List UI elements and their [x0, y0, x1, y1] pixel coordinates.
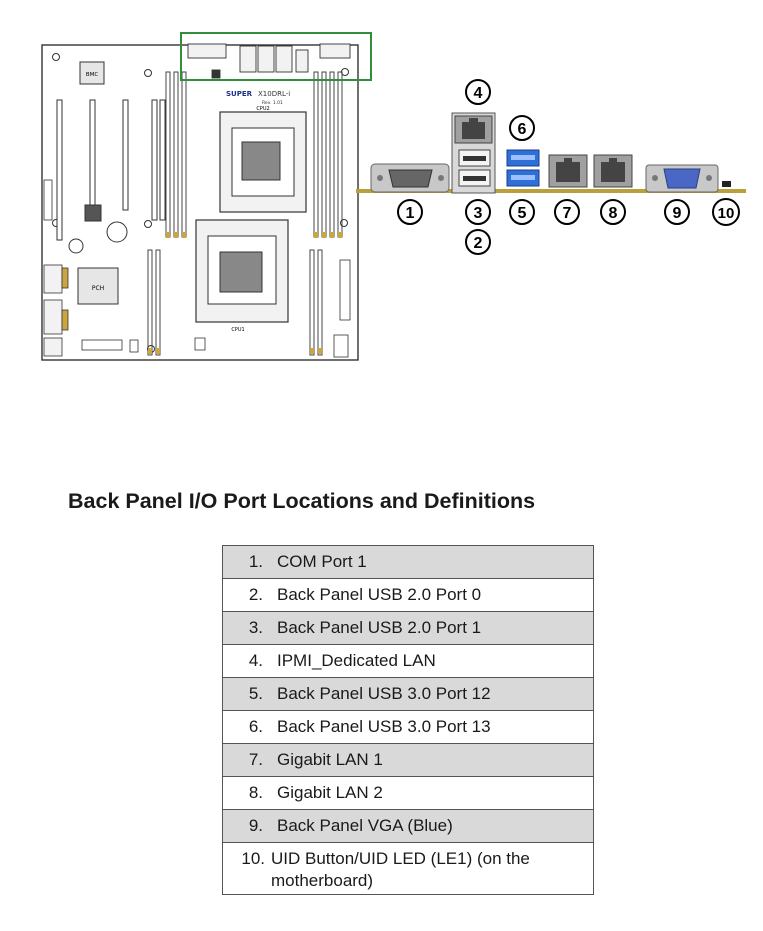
callout-2: 2 [465, 229, 491, 255]
port-number: 10. [241, 849, 265, 868]
callouts: 1 2 3 4 5 6 7 8 9 10 [397, 79, 740, 255]
port-number: 6. [248, 717, 263, 736]
vga-port-icon [645, 164, 719, 193]
motherboard-diagram: BMC CPU2 [41, 32, 372, 361]
ipmi-lan-port-icon [454, 115, 493, 144]
callout-9: 9 [664, 199, 690, 225]
port-label: UID Button/UID LED (LE1) (on the motherb… [271, 849, 530, 890]
svg-text:1: 1 [406, 205, 415, 222]
model-label: X10DRL-i [258, 90, 290, 98]
svg-text:CPU2: CPU2 [256, 106, 269, 112]
callout-4: 4 [465, 79, 491, 105]
svg-text:7: 7 [563, 205, 572, 222]
table-row: 8. Gigabit LAN 2 [222, 776, 594, 810]
rev-label: Rev. 1.01 [262, 100, 283, 106]
svg-text:8: 8 [609, 205, 618, 222]
port-label: COM Port 1 [277, 552, 367, 571]
port-label: Gigabit LAN 1 [277, 750, 383, 769]
callout-10: 10 [712, 198, 740, 226]
callout-3: 3 [465, 199, 491, 225]
table-row: 6. Back Panel USB 3.0 Port 13 [222, 710, 594, 744]
io-panel-diagram: BMC CPU2 [41, 32, 746, 361]
com-port-icon [370, 163, 450, 193]
table-row: 5. Back Panel USB 3.0 Port 12 [222, 677, 594, 711]
svg-text:5: 5 [518, 205, 527, 222]
uid-led-icon [722, 181, 731, 187]
svg-text:9: 9 [673, 205, 682, 222]
usb2-ports-icon [458, 149, 491, 187]
port-number: 9. [248, 816, 263, 835]
chip-label-pch: PCH [92, 285, 104, 292]
port-number: 3. [248, 618, 263, 637]
svg-text:10: 10 [718, 205, 735, 222]
port-number: 5. [248, 684, 263, 703]
callout-7: 7 [554, 199, 580, 225]
callout-6: 6 [509, 115, 535, 141]
io-highlight-box [180, 32, 372, 81]
table-row: 10. UID Button/UID LED (LE1) (on the moth… [222, 842, 594, 895]
port-label: Back Panel USB 3.0 Port 13 [277, 717, 491, 736]
port-number: 4. [248, 651, 263, 670]
port-number: 2. [248, 585, 263, 604]
table-row: 2. Back Panel USB 2.0 Port 0 [222, 578, 594, 612]
svg-text:2: 2 [474, 235, 483, 252]
rear-panel-view [356, 112, 746, 194]
port-number: 7. [248, 750, 263, 769]
table-row: 3. Back Panel USB 2.0 Port 1 [222, 611, 594, 645]
cpu1-socket: CPU1 [195, 219, 289, 333]
svg-text:6: 6 [518, 121, 527, 138]
port-definitions-table: 1. COM Port 1 2. Back Panel USB 2.0 Port 0… [222, 545, 594, 895]
callout-8: 8 [600, 199, 626, 225]
chip-label-bmc: BMC [86, 72, 99, 78]
section-heading: Back Panel I/O Port Locations and Defini… [68, 489, 536, 513]
table-row: 1. COM Port 1 [222, 545, 594, 579]
table-row: 9. Back Panel VGA (Blue) [222, 809, 594, 843]
svg-text:4: 4 [474, 85, 483, 102]
port-label: Back Panel USB 2.0 Port 1 [277, 618, 482, 637]
port-label: Gigabit LAN 2 [277, 783, 383, 802]
port-label: Back Panel USB 3.0 Port 12 [277, 684, 491, 703]
usb3-ports-icon [506, 149, 540, 187]
cpu2-socket: CPU2 [219, 106, 307, 213]
lan2-port-icon [593, 154, 633, 188]
port-label: Back Panel VGA (Blue) [277, 816, 453, 835]
port-number: 8. [248, 783, 263, 802]
svg-text:3: 3 [474, 205, 483, 222]
port-label: Back Panel USB 2.0 Port 0 [277, 585, 482, 604]
table-row: 7. Gigabit LAN 1 [222, 743, 594, 777]
port-number: 1. [248, 552, 263, 571]
table-row: 4. IPMI_Dedicated LAN [222, 644, 594, 678]
brand-label: SUPER [226, 90, 253, 98]
svg-text:CPU1: CPU1 [231, 327, 244, 333]
callout-1: 1 [397, 199, 423, 225]
port-label: IPMI_Dedicated LAN [277, 651, 436, 670]
lan1-port-icon [548, 154, 588, 188]
callout-5: 5 [509, 199, 535, 225]
